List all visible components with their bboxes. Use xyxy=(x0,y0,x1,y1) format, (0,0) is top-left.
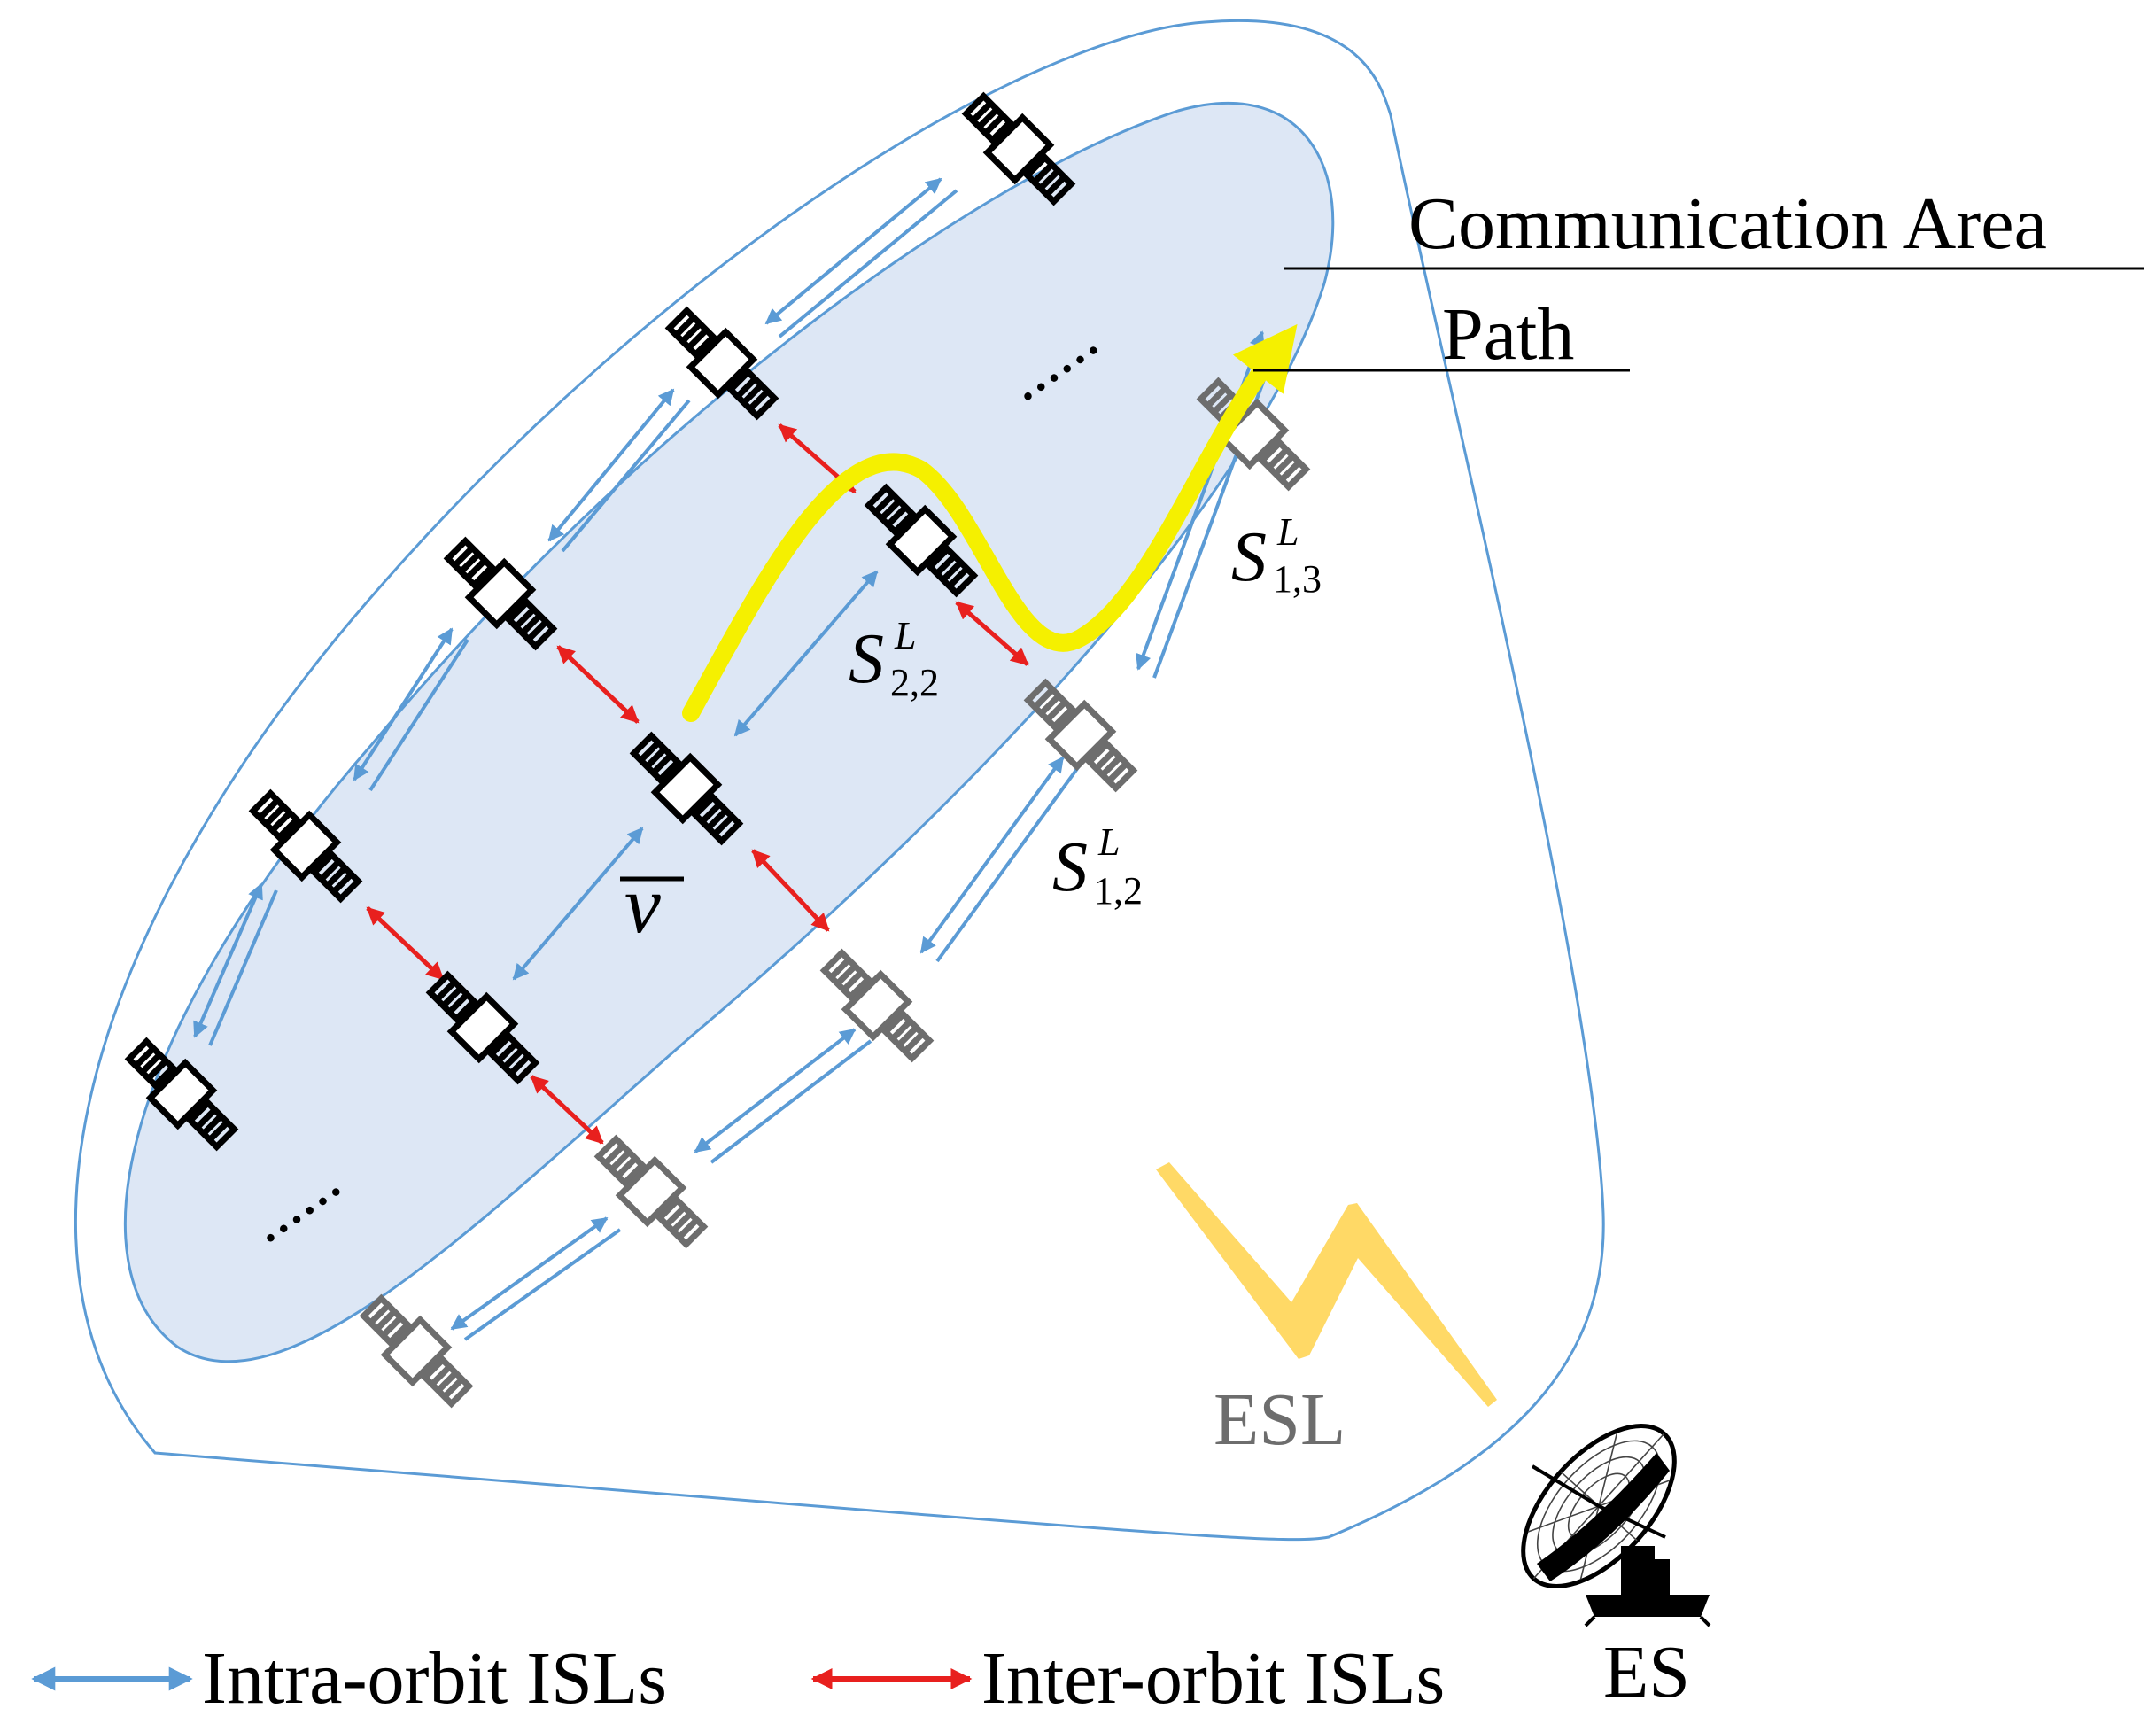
intra-orbit-links xyxy=(193,177,1280,1341)
svg-text:v: v xyxy=(624,859,661,950)
svg-text:1,2: 1,2 xyxy=(1094,869,1143,913)
svg-text:2,2: 2,2 xyxy=(890,661,939,704)
satellite-icon-partial-grey xyxy=(355,1290,478,1413)
svg-text:1,3: 1,3 xyxy=(1273,557,1322,601)
ground-station-dish-icon xyxy=(1521,1424,1711,1627)
satellite-icon-partial-grey xyxy=(1020,674,1143,797)
svg-text:L: L xyxy=(1097,820,1120,864)
esl-label: ESL xyxy=(1214,1379,1346,1461)
es-label: ES xyxy=(1603,1631,1690,1713)
svg-text:L: L xyxy=(894,614,916,657)
svg-text:S: S xyxy=(1231,518,1267,596)
svg-text:S: S xyxy=(1052,828,1088,906)
esl-lightning-icon xyxy=(1156,1162,1497,1407)
label-s-1-3: S L 1,3 xyxy=(1231,510,1322,601)
label-s-1-2: S L 1,2 xyxy=(1052,820,1143,913)
label-s-2-2: S L 2,2 xyxy=(849,614,939,704)
communication-area-outline xyxy=(74,19,1605,1542)
legend-intra-label: Intra-orbit ISLs xyxy=(202,1637,667,1720)
routing-path xyxy=(682,323,1298,722)
legend: Intra-orbit ISLs Inter-orbit ISLs xyxy=(31,1637,1445,1720)
satellite-icon-partial-grey xyxy=(590,1130,713,1254)
satellite-icon-partial-grey xyxy=(816,944,939,1068)
communication-area-label: Communication Area xyxy=(1408,183,2047,265)
legend-inter-label: Inter-orbit ISLs xyxy=(981,1637,1445,1720)
orbital-plane-ellipse xyxy=(123,101,1335,1363)
svg-text:S: S xyxy=(849,620,884,698)
label-v-bar: v xyxy=(620,859,684,950)
svg-text:L: L xyxy=(1276,510,1299,554)
path-label: Path xyxy=(1442,293,1574,376)
